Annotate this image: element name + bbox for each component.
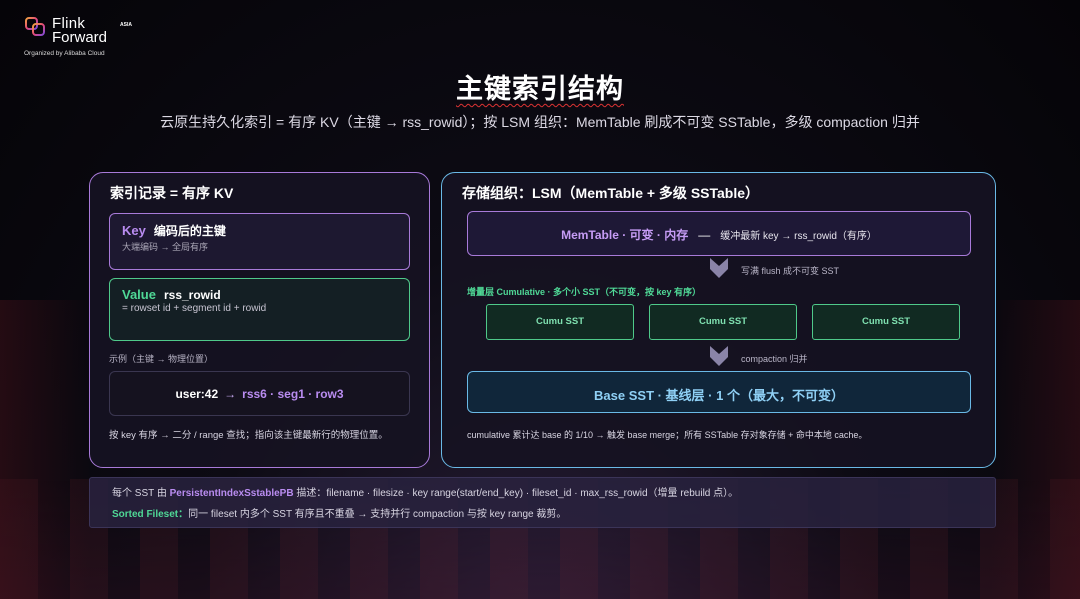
example-box: user:42 → rss6 · seg1 · row3 (109, 371, 410, 416)
value-box: Value rss_rowid = rowset id + segment id … (109, 278, 410, 341)
background-glow-left (0, 300, 90, 599)
compaction-note: compaction 归并 (741, 354, 808, 364)
sst-metadata-proto: PersistentIndexSstablePB (169, 488, 294, 499)
key-label: Key (122, 223, 146, 238)
cumu-sst-box: Cumu SST (486, 304, 634, 340)
base-sst-box: Base SST · 基线层 · 1 个（最大，不可变） (467, 371, 971, 413)
base-sst-label: Base SST · 基线层 · 1 个（最大，不可变） (594, 388, 844, 403)
example-mapping: user:42 → rss6 · seg1 · row3 (110, 387, 409, 401)
lsm-storage-footer: cumulative 累计达 base 的 1/10 → 触发 base mer… (467, 430, 868, 440)
cumulative-layer-title: 增量层 Cumulative · 多个小 SST（不可变，按 key 有序） (467, 287, 702, 297)
cumu-sst-label: Cumu SST (861, 316, 911, 327)
logo-text-forward: Forward (52, 29, 108, 46)
key-box: Key 编码后的主键 大端编码 → 全局有序 (109, 213, 410, 270)
sst-metadata-line: 每个 SST 由 PersistentIndexSstablePB 描述：fil… (112, 484, 738, 499)
lsm-storage-panel: 存储组织：LSM（MemTable + 多级 SSTable） MemTable… (441, 172, 996, 468)
memtable-box: MemTable · 可变 · 内存 — 缓冲最新 key → rss_rowid（… (467, 211, 971, 256)
compaction-arrow-icon (710, 346, 728, 366)
memtable-dash: — (698, 228, 711, 242)
flush-arrow-icon (710, 258, 728, 278)
memtable-content: MemTable · 可变 · 内存 — 缓冲最新 key → rss_rowid（… (468, 226, 970, 243)
background-glow-right (990, 300, 1080, 599)
key-desc: 编码后的主键 (153, 224, 226, 238)
page-subtitle: 云原生持久化索引 = 有序 KV（主键 → rss_rowid）；按 LSM 组… (160, 114, 920, 130)
flush-note: 写满 flush 成不可变 SST (741, 266, 840, 276)
key-box-header: Key 编码后的主键 (122, 222, 226, 239)
lsm-storage-panel-title: 存储组织：LSM（MemTable + 多级 SSTable） (462, 185, 760, 201)
sorted-fileset-label: Sorted Fileset： (112, 509, 189, 520)
example-arrow: → (224, 387, 237, 401)
sorted-fileset-desc: 同一 fileset 内多个 SST 有序且不重叠 → 支持并行 compact… (188, 509, 567, 520)
example-label: 示例（主键 → 物理位置） (109, 354, 214, 364)
logo-organizer: Organized by Alibaba Cloud (24, 50, 105, 57)
value-desc: rss_rowid (163, 288, 221, 302)
value-box-header: Value rss_rowid (122, 287, 221, 302)
flink-logo-icon (25, 17, 45, 40)
sst-metadata-prefix: 每个 SST 由 (112, 488, 170, 499)
cumu-sst-label: Cumu SST (698, 316, 748, 327)
sorted-fileset-line: Sorted Fileset：同一 fileset 内多个 SST 有序且不重叠… (112, 505, 566, 520)
index-record-panel-title: 索引记录 = 有序 KV (110, 185, 234, 201)
cumu-sst-box: Cumu SST (812, 304, 960, 340)
index-record-footer: 按 key 有序 → 二分 / range 查找；指向该主键最新行的物理位置。 (109, 430, 388, 441)
key-sub: 大端编码 → 全局有序 (122, 242, 209, 252)
value-label: Value (122, 287, 156, 302)
memtable-name: MemTable · 可变 · 内存 (561, 228, 689, 242)
logo-text-asia: ASIA (120, 22, 132, 28)
example-value: rss6 · seg1 · row3 (242, 387, 344, 401)
index-record-panel: 索引记录 = 有序 KV Key 编码后的主键 大端编码 → 全局有序 Value… (89, 172, 430, 468)
cumu-sst-label: Cumu SST (535, 316, 585, 327)
page-title: 主键索引结构 (0, 67, 1080, 106)
flink-forward-logo: Flink ASIA Forward Organized by Alibaba … (24, 14, 144, 60)
memtable-desc: 缓冲最新 key → rss_rowid（有序） (720, 231, 877, 242)
sst-metadata-fields: 描述：filename · filesize · key range(start… (293, 488, 739, 499)
page-title-text: 主键索引结构 (456, 74, 624, 104)
logo-text-flink: Flink (52, 15, 86, 32)
sst-metadata-panel: 每个 SST 由 PersistentIndexSstablePB 描述：fil… (89, 477, 996, 528)
example-key: user:42 (175, 387, 219, 401)
value-sub: = rowset id + segment id + rowid (122, 303, 267, 314)
cumu-sst-box: Cumu SST (649, 304, 797, 340)
